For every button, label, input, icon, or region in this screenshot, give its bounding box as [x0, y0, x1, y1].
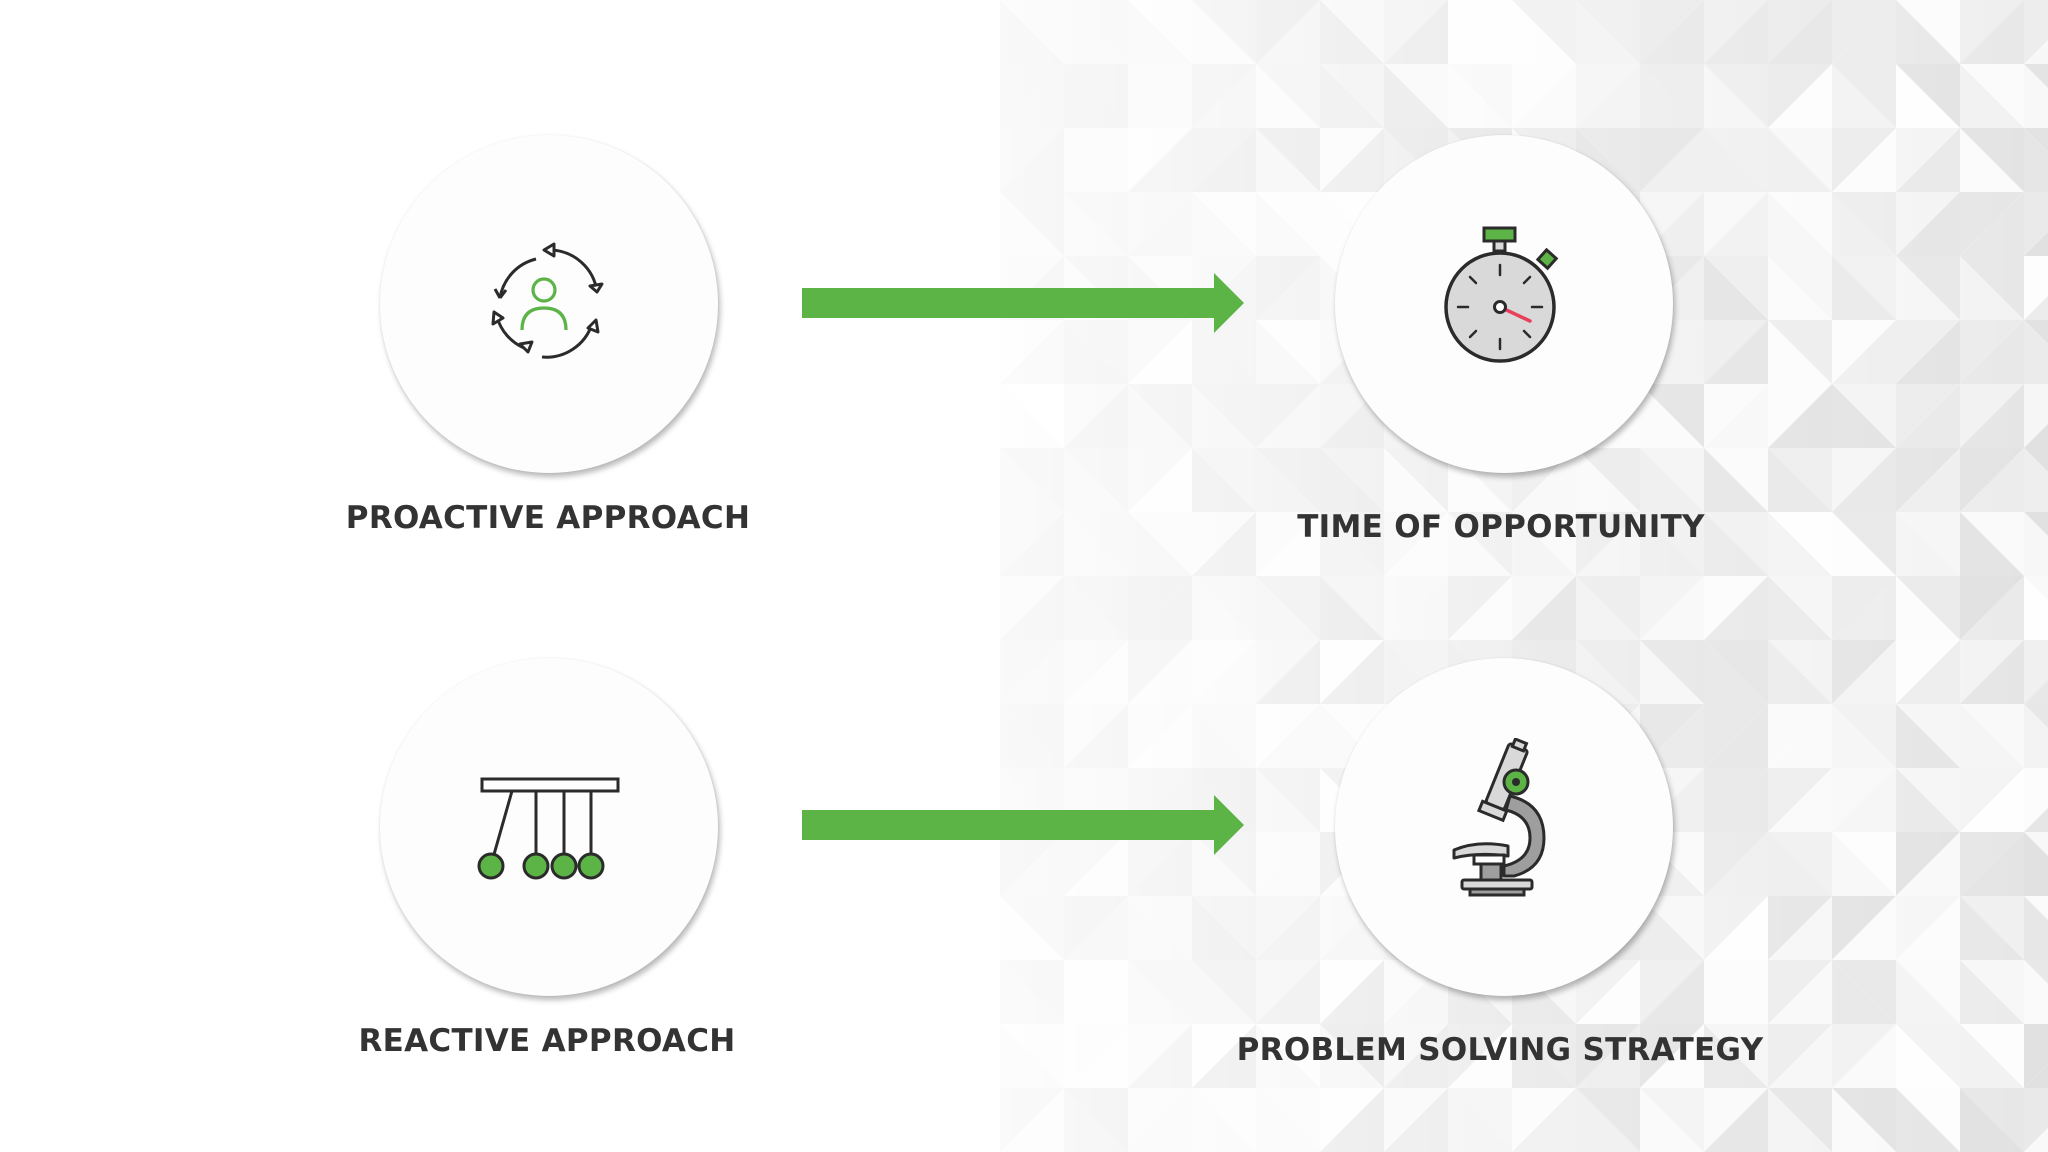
- problem-solving-strategy-circle: [1335, 658, 1673, 996]
- reactive-approach-circle: [380, 658, 718, 996]
- problem-solving-strategy-label: PROBLEM SOLVING STRATEGY: [1236, 1032, 1764, 1068]
- time-of-opportunity-label: TIME OF OPPORTUNITY: [1297, 509, 1705, 545]
- cycle-person-icon: [491, 242, 604, 359]
- proactive-approach-circle: [380, 135, 718, 473]
- stopwatch-icon: [1444, 226, 1559, 363]
- reactive-approach-label: REACTIVE APPROACH: [358, 1023, 736, 1059]
- arrow-proactive-to-opportunity: [802, 273, 1244, 333]
- arrow-reactive-to-strategy: [802, 795, 1244, 855]
- microscope-icon: [1452, 738, 1546, 897]
- proactive-approach-label: PROACTIVE APPROACH: [345, 500, 751, 536]
- newtons-cradle-icon: [477, 777, 620, 880]
